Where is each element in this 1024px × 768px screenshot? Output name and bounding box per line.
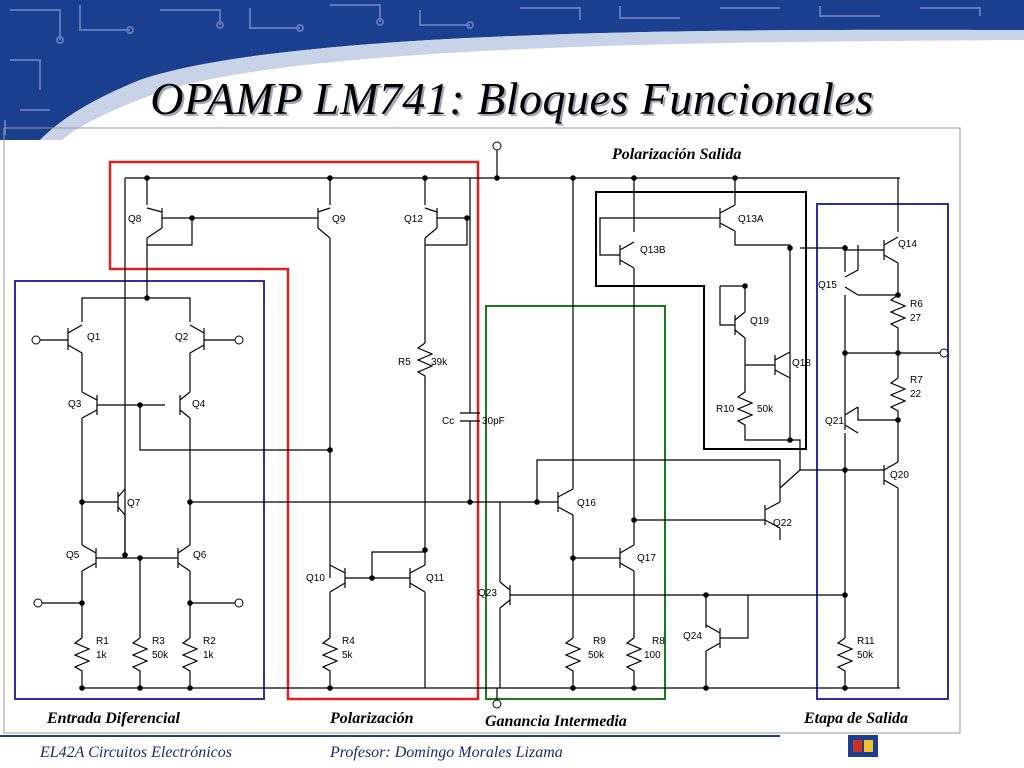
label-r10-value: 50k bbox=[757, 404, 774, 415]
label-r5-value: 39k bbox=[431, 357, 448, 368]
label-r1: R1 bbox=[96, 636, 109, 647]
label-r7: R7 bbox=[910, 375, 923, 386]
label-r7-value: 22 bbox=[910, 389, 922, 400]
label-cc: Cc bbox=[442, 416, 454, 427]
label-q11: Q11 bbox=[426, 573, 445, 584]
label-q5: Q5 bbox=[66, 550, 80, 561]
label-q2: Q2 bbox=[175, 332, 189, 343]
label-q24: Q24 bbox=[683, 631, 702, 642]
label-r10: R10 bbox=[716, 404, 735, 415]
footer-course: EL42A Circuitos Electrónicos bbox=[40, 744, 232, 761]
label-polarizacion: Polarización bbox=[329, 710, 414, 727]
label-q22: Q22 bbox=[773, 518, 792, 529]
label-q3: Q3 bbox=[68, 399, 82, 410]
label-q13a: Q13A bbox=[738, 214, 764, 225]
label-r4: R4 bbox=[342, 636, 355, 647]
label-r3-value: 50k bbox=[152, 650, 169, 661]
label-r11-value: 50k bbox=[857, 650, 874, 661]
slide-title: OPAMP LM741: Bloques Funcionales bbox=[150, 73, 874, 124]
label-q17: Q17 bbox=[637, 553, 656, 564]
label-ganancia-intermedia: Ganancia Intermedia bbox=[485, 713, 627, 730]
label-r8-value: 100 bbox=[644, 650, 661, 661]
label-r9-value: 50k bbox=[588, 650, 605, 661]
entrada-box bbox=[14, 280, 265, 700]
label-q1: Q1 bbox=[87, 332, 101, 343]
label-r1-value: 1k bbox=[96, 650, 108, 661]
label-q8: Q8 bbox=[128, 214, 142, 225]
label-q10: Q10 bbox=[306, 573, 325, 584]
polarizacion-box bbox=[108, 160, 480, 701]
label-r9: R9 bbox=[593, 636, 606, 647]
label-r6-value: 27 bbox=[910, 313, 922, 324]
footer-professor: Profesor: Domingo Morales Lizama bbox=[330, 744, 563, 761]
label-r8: R8 bbox=[652, 636, 665, 647]
label-q6: Q6 bbox=[193, 550, 207, 561]
university-logo-icon bbox=[848, 735, 878, 757]
header-banner bbox=[0, 0, 1024, 140]
label-q21: Q21 bbox=[825, 416, 844, 427]
pol-salida-box bbox=[595, 191, 807, 450]
label-q18: Q18 bbox=[792, 358, 811, 369]
label-r3: R3 bbox=[152, 636, 165, 647]
label-r2: R2 bbox=[203, 636, 216, 647]
label-q23: Q23 bbox=[478, 588, 497, 599]
label-entrada-diferencial: Entrada Diferencial bbox=[46, 710, 180, 727]
label-r5: R5 bbox=[398, 357, 411, 368]
label-q4: Q4 bbox=[192, 399, 206, 410]
label-q13b: Q13B bbox=[640, 245, 666, 256]
label-q16: Q16 bbox=[577, 498, 596, 509]
label-q15: Q15 bbox=[818, 280, 837, 291]
label-q20: Q20 bbox=[890, 470, 909, 481]
label-cc-value: 30pF bbox=[482, 416, 505, 427]
label-q9: Q9 bbox=[332, 214, 346, 225]
label-r2-value: 1k bbox=[203, 650, 215, 661]
label-r11: R11 bbox=[857, 636, 875, 647]
label-q7: Q7 bbox=[127, 498, 141, 509]
label-etapa-salida: Etapa de Salida bbox=[803, 710, 908, 727]
label-q19: Q19 bbox=[750, 316, 769, 327]
label-q14: Q14 bbox=[898, 239, 917, 250]
label-r6: R6 bbox=[910, 299, 923, 310]
salida-box bbox=[816, 203, 949, 700]
label-q12: Q12 bbox=[404, 214, 423, 225]
label-r4-value: 5k bbox=[342, 650, 354, 661]
label-polarizacion-salida: Polarización Salida bbox=[611, 146, 741, 163]
